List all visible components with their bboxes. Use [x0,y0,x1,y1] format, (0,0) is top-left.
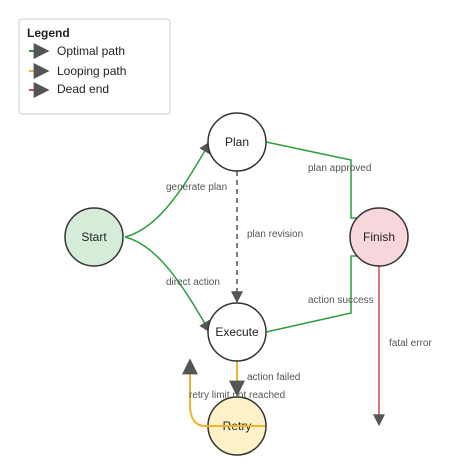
node-plan: Plan [207,112,267,172]
edge-start-plan [124,140,211,238]
edge-retry-loop [182,358,265,427]
legend-deadend-label: Dead end [57,82,109,96]
legend: Legend Optimal path Looping path Dead en… [18,18,171,115]
node-finish-shape [349,207,409,267]
node-execute: Execute [207,302,267,362]
legend-box [18,18,171,115]
node-start-shape [64,207,124,267]
edge-label-retry-limit: retry limit not reached [189,390,285,401]
edge-label-fatal-error: fatal error [389,338,432,349]
node-execute-label: Execute [215,325,259,339]
node-execute-shape [207,302,267,362]
node-start: Start [64,207,124,267]
node-plan-shape [207,112,267,172]
edge-label-plan-approved: plan approved [308,163,371,174]
node-finish: Finish [349,207,409,267]
node-finish-label: Finish [363,230,395,244]
edge-start-execute [124,236,211,334]
legend-optimal-label: Optimal path [57,44,125,58]
node-plan-label: Plan [225,135,249,149]
edge-label-direct-action: direct action [166,277,220,288]
node-start-label: Start [81,230,107,244]
edge-execute-finish [265,250,380,333]
edge-label-action-success: action success [308,295,374,306]
edge-plan-finish [265,141,380,224]
legend-title: Legend [27,26,70,40]
edge-label-generate-plan: generate plan [166,182,227,193]
edge-label-plan-revision: plan revision [247,229,303,240]
edge-label-action-failed: action failed [247,372,300,383]
legend-looping-label: Looping path [57,64,126,78]
